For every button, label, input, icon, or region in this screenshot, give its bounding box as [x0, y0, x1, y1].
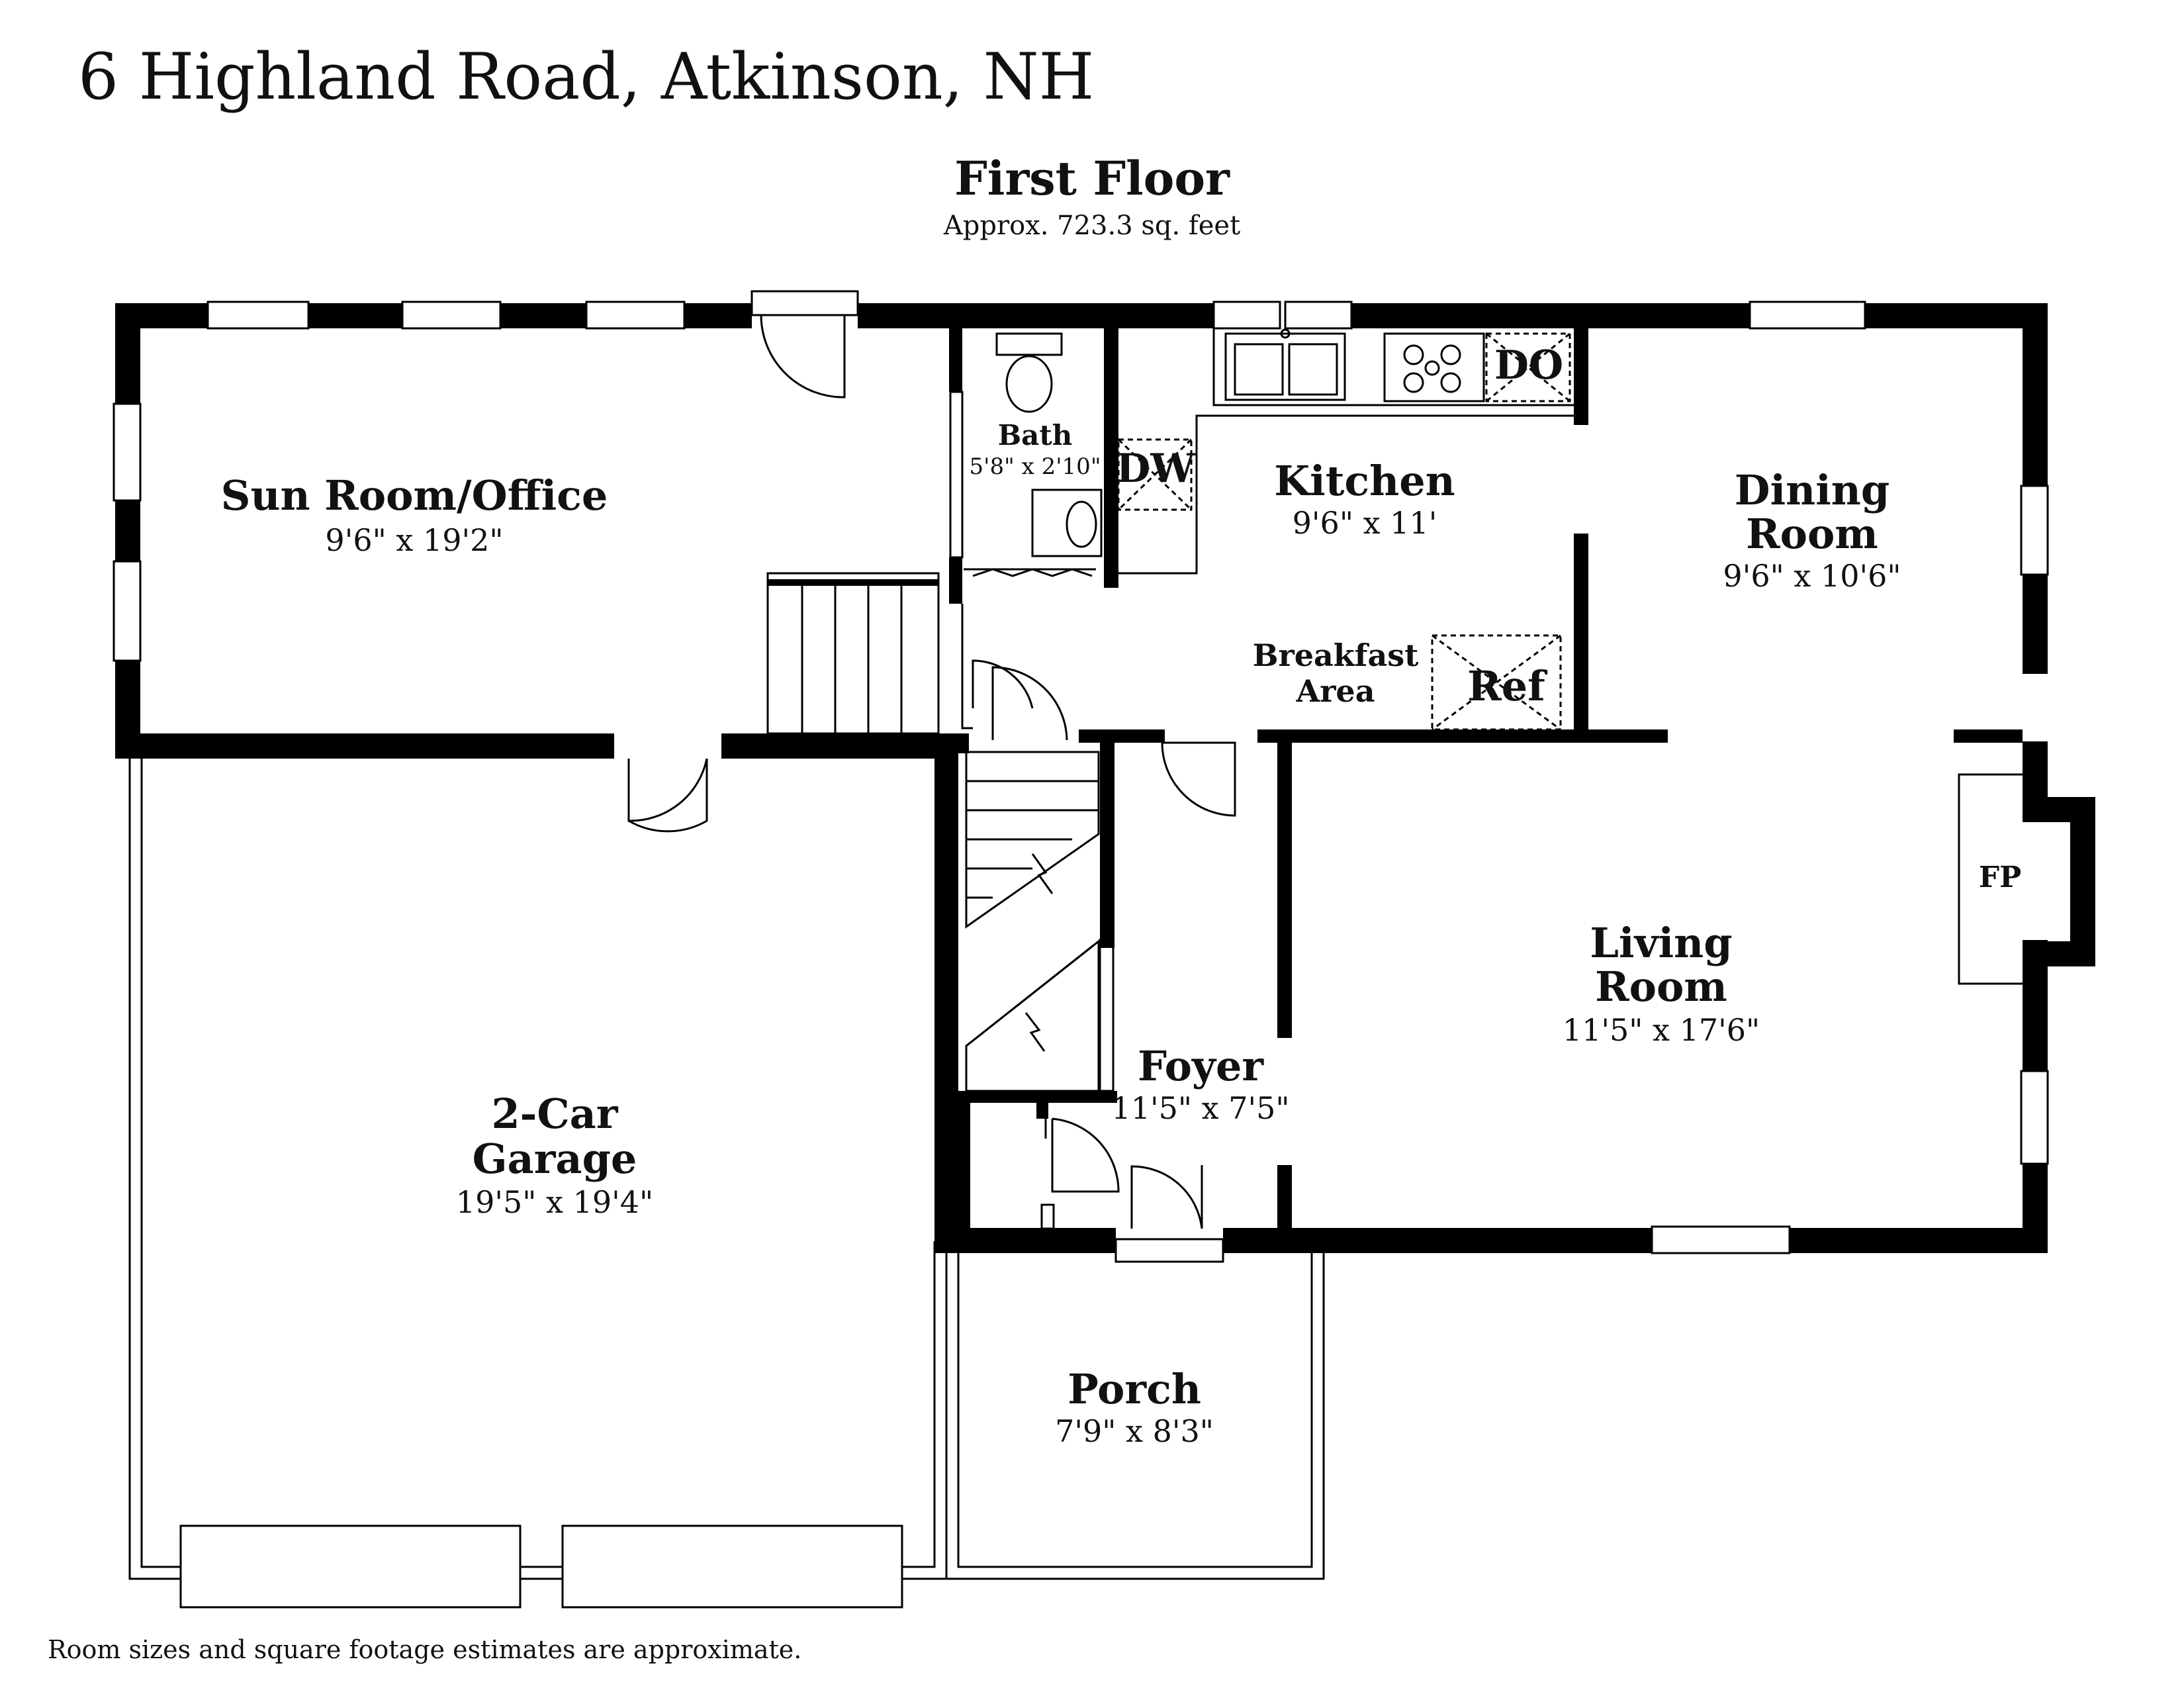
foyer-dims: 11'5" x 7'5" — [1111, 1090, 1289, 1126]
living-dims: 11'5" x 17'6" — [1563, 1012, 1760, 1048]
living-name-line1: Living — [1590, 919, 1732, 967]
garage-doors — [179, 1524, 903, 1609]
double-oven-label: DO — [1494, 342, 1563, 389]
refrigerator-label: Ref — [1467, 662, 1547, 710]
doors — [627, 314, 1236, 1230]
dining-dims: 9'6" x 10'6" — [1723, 558, 1901, 594]
foyer-name: Foyer — [1138, 1042, 1264, 1090]
interior-walls — [949, 328, 2023, 1235]
disclaimer-note: Room sizes and square footage estimates … — [48, 1635, 802, 1664]
living-name-line2: Room — [1595, 962, 1727, 1011]
fireplace-chimney — [1958, 741, 2095, 985]
bath-fixtures — [995, 332, 1103, 557]
garage-dims: 19'5" x 19'4" — [456, 1184, 653, 1220]
sunroom-name: Sun Room/Office — [221, 471, 608, 520]
property-address: 6 Highland Road, Atkinson, NH — [78, 40, 1095, 114]
floor-area: Approx. 723.3 sq. feet — [943, 211, 1241, 241]
breakfast-name-line2: Area — [1296, 673, 1375, 709]
stairs — [766, 572, 1115, 1092]
dining-name-line1: Dining — [1735, 466, 1889, 514]
kitchen-fixtures — [1117, 328, 1574, 731]
breakfast-name-line1: Breakfast — [1253, 637, 1420, 673]
porch-outline — [945, 1241, 1325, 1580]
bath-name: Bath — [998, 419, 1073, 451]
bath-dims: 5'8" x 2'10" — [970, 453, 1101, 480]
floor-title: First Floor — [954, 151, 1230, 206]
sunroom-dims: 9'6" x 19'2" — [325, 522, 503, 558]
fireplace-label: FP — [1979, 861, 2021, 894]
porch-name: Porch — [1068, 1365, 1201, 1413]
dishwasher-label: DW — [1116, 445, 1196, 492]
kitchen-name: Kitchen — [1274, 457, 1455, 505]
windows — [113, 290, 2049, 1263]
exterior-walls — [115, 303, 2048, 1253]
garage-name-line1: 2-Car — [491, 1090, 618, 1138]
dining-name-line2: Room — [1746, 510, 1878, 558]
garage-name-line2: Garage — [473, 1135, 637, 1183]
kitchen-dims: 9'6" x 11' — [1293, 505, 1437, 541]
porch-dims: 7'9" x 8'3" — [1055, 1413, 1214, 1449]
